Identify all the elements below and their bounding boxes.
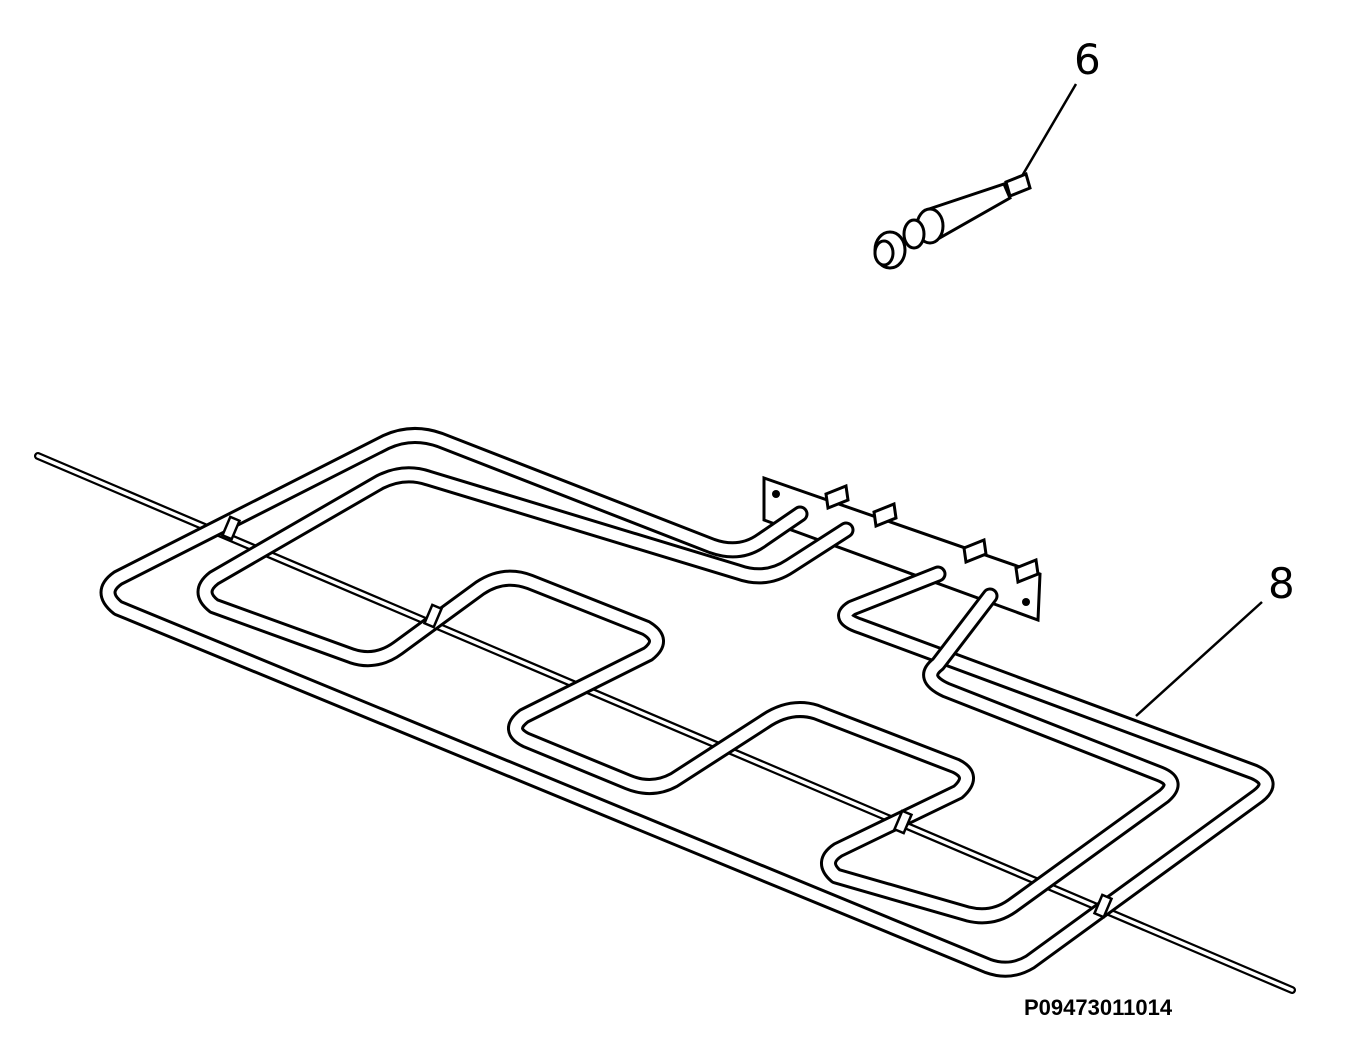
lamp-connector — [1004, 171, 1032, 199]
terminal-tab — [872, 501, 898, 529]
document-number: P09473011014 — [1024, 995, 1173, 1020]
rod-clip — [422, 603, 444, 629]
rod-clip — [1092, 893, 1114, 919]
lamp-bulb-face — [873, 239, 895, 267]
terminal-tab — [962, 537, 988, 565]
callout-label-8: 8 — [1268, 559, 1295, 608]
terminal-bracket — [762, 475, 1042, 623]
part-8-heating-element — [34, 427, 1296, 994]
lamp-ring — [902, 218, 926, 250]
terminal-tab — [1014, 557, 1040, 585]
rod-clip — [892, 809, 914, 835]
outer-heating-loop — [99, 427, 1275, 978]
rod-clip — [220, 515, 242, 541]
part-6-lamp-holder — [873, 83, 1078, 270]
callout-label-6: 6 — [1074, 35, 1101, 84]
leader-line-8 — [1135, 601, 1263, 717]
terminal-tab — [824, 483, 850, 511]
leader-line-6 — [1020, 83, 1078, 177]
